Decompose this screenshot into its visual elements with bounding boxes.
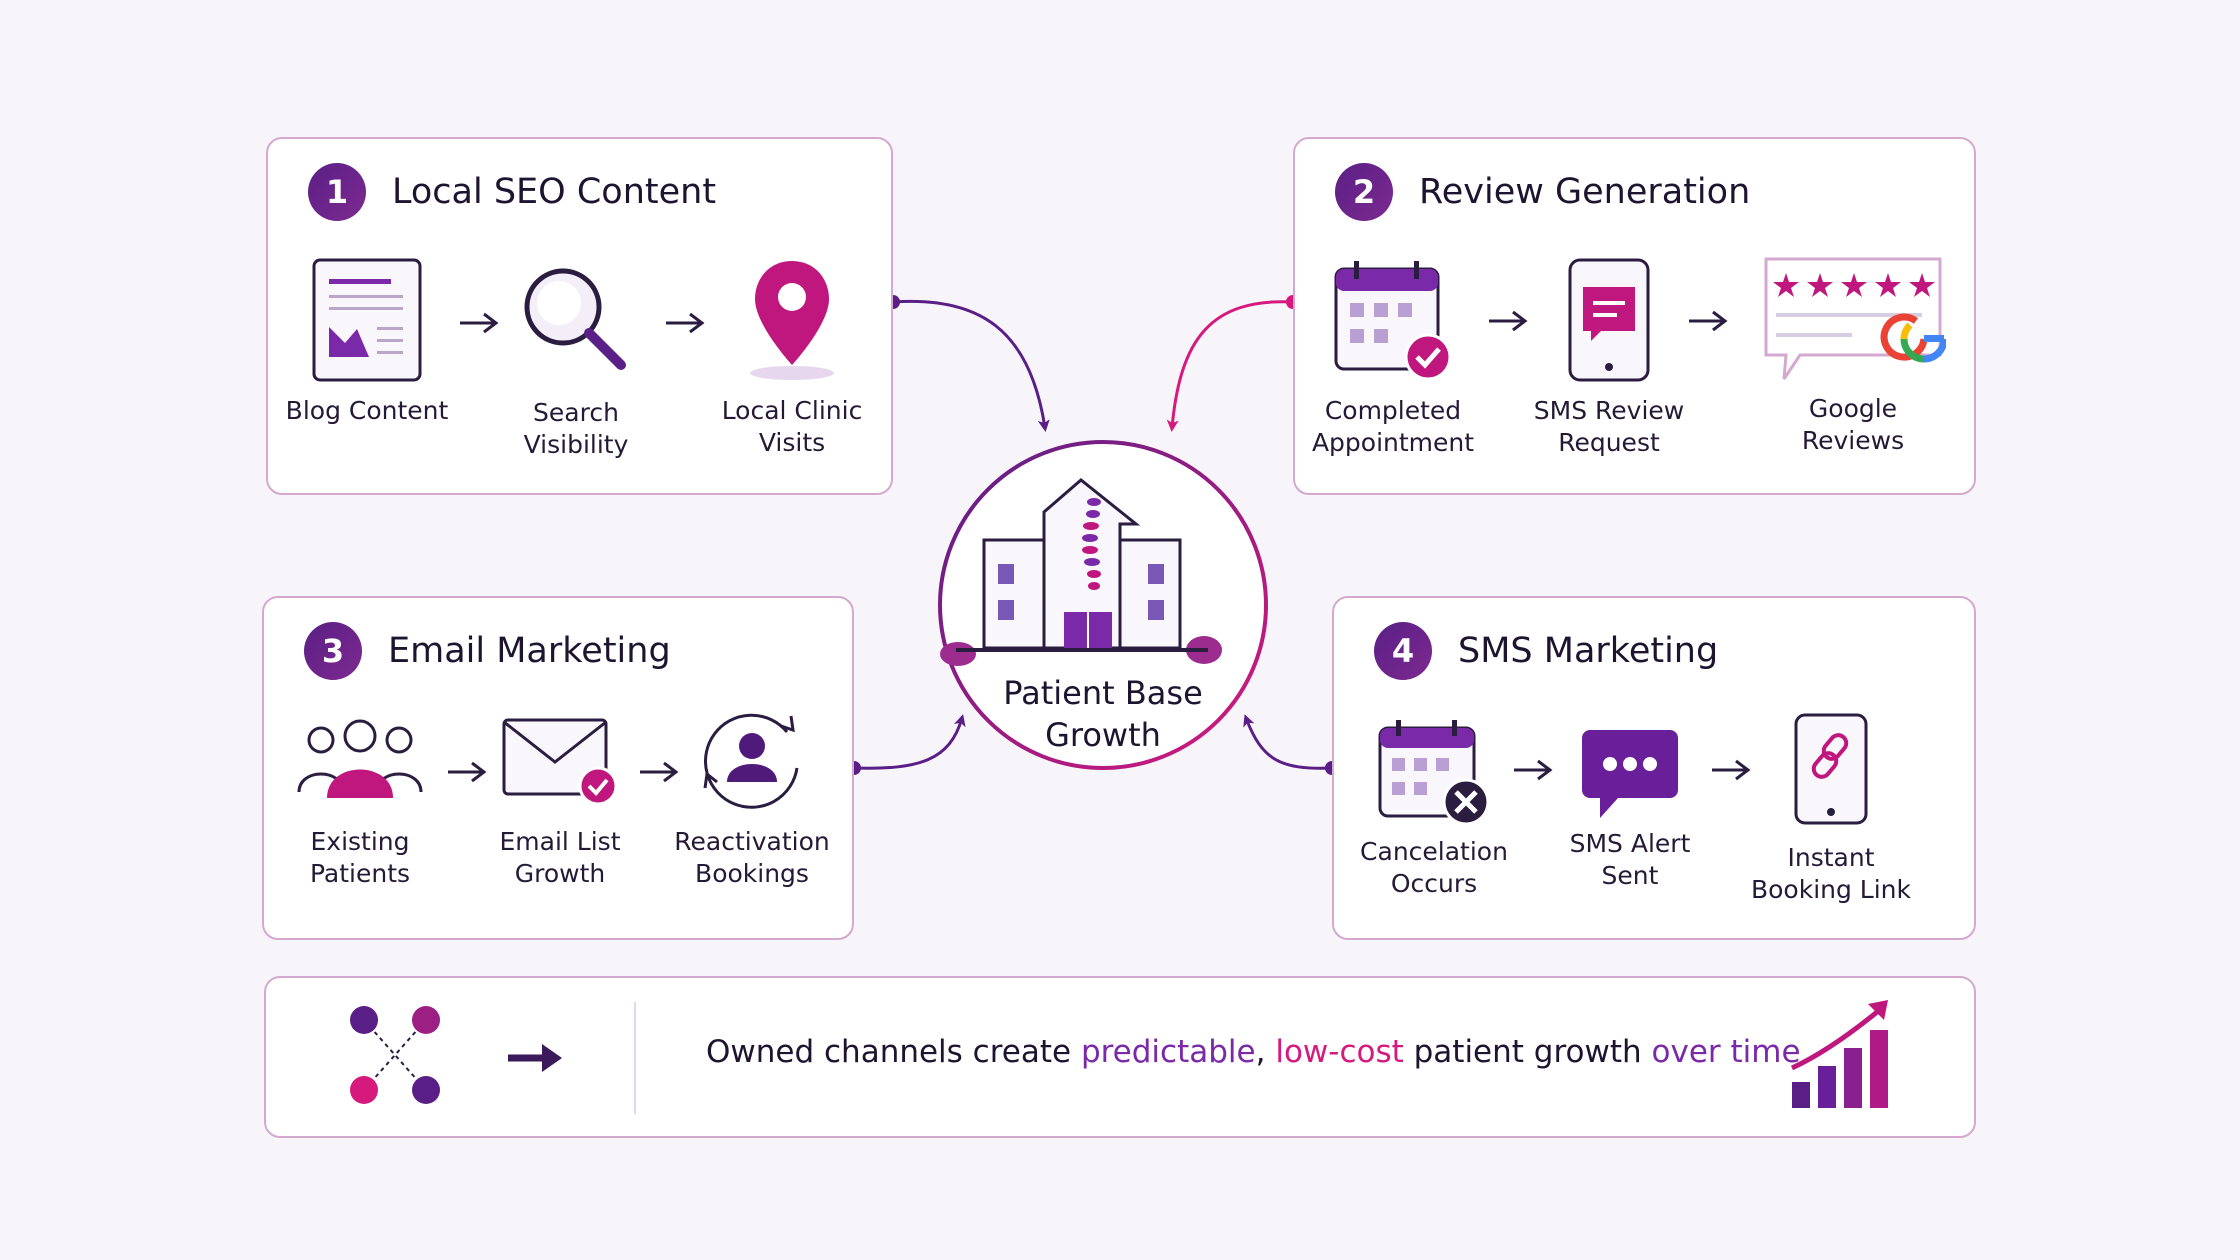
step-local-clinic-visits: Local Clinic Visits [692, 257, 892, 459]
summary-text: Owned channels create predictable, low-c… [706, 1034, 1801, 1070]
spine-icon [1082, 498, 1101, 590]
step-sms-alert-sent: SMS Alert Sent [1530, 728, 1730, 892]
step-sms-review-request: SMS Review Request [1509, 257, 1709, 459]
highlight-over-time: over time [1651, 1034, 1801, 1070]
divider [634, 1002, 636, 1114]
arrow-right-icon [640, 761, 679, 783]
step-instant-booking-link: Instant Booking Link [1731, 712, 1931, 906]
chat-bubble-icon [1582, 730, 1678, 818]
arrow-right-icon [666, 312, 705, 334]
step-label: SMS Review Request [1533, 396, 1685, 457]
step-label: Existing Patients [309, 827, 411, 888]
connector-reviews [1166, 295, 1300, 432]
growth-chart-icon [1790, 1000, 1888, 1108]
step-email-list-growth: Email List Growth [460, 716, 660, 890]
card-local-seo: 1 Local SEO Content Blog Content Search … [266, 137, 893, 495]
step-label: Completed Appointment [1311, 396, 1475, 457]
arrow-right-icon [448, 761, 487, 783]
card-title: Review Generation [1419, 172, 1751, 212]
step-label: Cancelation Occurs [1360, 837, 1508, 898]
step-reactivation-bookings: Reactivation Bookings [652, 702, 852, 890]
step-number-badge: 4 [1374, 622, 1432, 680]
step-label: Email List Growth [499, 827, 621, 888]
step-label: Blog Content [285, 396, 449, 425]
card-title: Local SEO Content [392, 172, 717, 212]
summary-text-part: , [1255, 1034, 1276, 1070]
arrow-right-icon [1514, 759, 1553, 781]
card-title: Email Marketing [388, 631, 671, 671]
card-email-marketing: 3 Email Marketing Existing Patients Emai… [262, 596, 854, 940]
step-existing-patients: Existing Patients [260, 716, 460, 890]
step-label: Local Clinic Visits [721, 396, 863, 457]
summary-banner: Owned channels create predictable, low-c… [264, 976, 1976, 1138]
arrow-right-icon [1712, 759, 1751, 781]
summary-text-part: Owned channels create [706, 1034, 1081, 1070]
arrow-right-icon [508, 1044, 562, 1072]
step-label: SMS Alert Sent [1569, 829, 1691, 890]
step-google-reviews: Google Reviews [1753, 255, 1953, 457]
connector-seo [886, 295, 1050, 432]
arrow-right-icon [460, 312, 499, 334]
envelope-check-icon [502, 718, 618, 806]
step-number-badge: 1 [308, 163, 366, 221]
summary-text-part: patient growth [1403, 1034, 1652, 1070]
hub-circle [938, 440, 1268, 770]
highlight-low-cost: low-cost [1275, 1034, 1404, 1070]
arrow-right-icon [1489, 310, 1528, 332]
step-blog-content: Blog Content [267, 257, 467, 427]
step-completed-appointment: Completed Appointment [1293, 259, 1493, 459]
hub-label: Patient Base Growth [1003, 674, 1203, 754]
map-pin-icon [750, 261, 834, 380]
phone-message-icon [1568, 258, 1650, 382]
step-label: Google Reviews [1801, 394, 1905, 455]
arrow-right-icon [1689, 310, 1728, 332]
card-sms-marketing: 4 SMS Marketing Cancelation Occurs SMS A… [1332, 596, 1976, 940]
step-number-badge: 3 [304, 622, 362, 680]
magnifier-icon [524, 268, 626, 370]
highlight-predictable: predictable [1080, 1034, 1256, 1070]
step-label: Instant Booking Link [1750, 843, 1912, 904]
step-search-visibility: Search Visibility [476, 265, 676, 461]
clinic-building-icon [940, 478, 1222, 666]
calendar-check-icon [1334, 261, 1452, 381]
reactivation-cycle-icon [703, 713, 799, 809]
phone-link-icon [1794, 713, 1868, 825]
network-nodes-icon [350, 1006, 440, 1104]
step-label: Search Visibility [523, 398, 629, 459]
google-logo-icon [1880, 313, 1946, 363]
document-icon [312, 258, 422, 382]
card-title: SMS Marketing [1458, 631, 1719, 671]
google-review-bubble-icon [1764, 257, 1946, 380]
patients-group-icon [297, 719, 423, 798]
calendar-cancel-icon [1378, 720, 1490, 826]
step-cancelation-occurs: Cancelation Occurs [1334, 718, 1534, 900]
card-review-generation: 2 Review Generation Completed Appointmen… [1293, 137, 1976, 495]
step-number-badge: 2 [1335, 163, 1393, 221]
step-label: Reactivation Bookings [674, 827, 830, 888]
